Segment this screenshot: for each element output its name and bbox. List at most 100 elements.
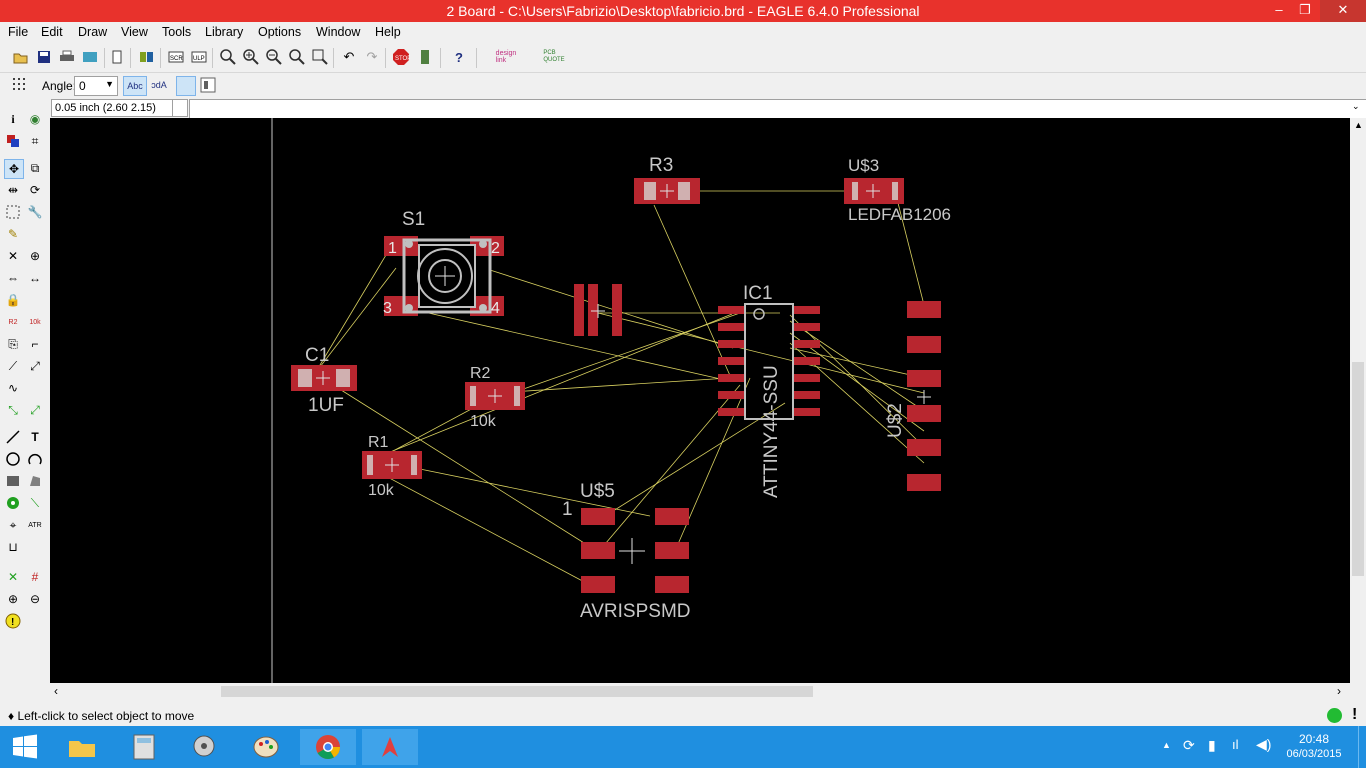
part-r2[interactable]: [465, 382, 525, 410]
text-icon[interactable]: T: [31, 430, 39, 444]
grid-icon[interactable]: [12, 77, 30, 93]
route-icon[interactable]: ⤡: [8, 402, 18, 417]
board-drawing[interactable]: R3 U$3 LEDFAB1206 S1 1 2: [50, 118, 1350, 683]
script-icon[interactable]: SCR: [167, 48, 185, 66]
value-icon[interactable]: 10k: [29, 318, 41, 326]
name-icon[interactable]: R2: [8, 318, 18, 326]
paint-icon[interactable]: [238, 729, 294, 765]
ripup-icon[interactable]: ⤢: [30, 402, 40, 417]
ratsnest-icon[interactable]: ✕: [7, 570, 19, 584]
menu-view[interactable]: View: [121, 25, 148, 39]
part-u3[interactable]: [844, 178, 904, 204]
sync-icon[interactable]: ⟳: [1183, 737, 1195, 753]
menu-tools[interactable]: Tools: [162, 25, 192, 39]
part-c1[interactable]: [291, 365, 357, 391]
part-unnamed-capacitor[interactable]: [574, 284, 622, 336]
undo-icon[interactable]: ↶: [343, 49, 355, 64]
part-ic1[interactable]: [718, 303, 820, 420]
smash-icon[interactable]: ⎘: [8, 336, 18, 351]
disk-tool-icon[interactable]: [176, 729, 232, 765]
battery-icon[interactable]: ▮: [1208, 737, 1216, 753]
mirror-icon[interactable]: ⇹: [7, 183, 19, 197]
menu-window[interactable]: Window: [316, 25, 361, 39]
calculator-icon[interactable]: [116, 729, 172, 765]
zoom-in-icon[interactable]: [242, 48, 260, 66]
print-icon[interactable]: [58, 48, 76, 66]
open-icon[interactable]: [12, 48, 30, 66]
mirror-on-icon[interactable]: [199, 76, 217, 94]
command-history-chevron-icon[interactable]: ⌄: [1352, 101, 1360, 111]
stop-icon[interactable]: STOP: [392, 48, 410, 66]
group-icon[interactable]: [4, 203, 22, 221]
part-u5[interactable]: [581, 508, 689, 593]
zoom-select-icon[interactable]: [311, 48, 329, 66]
board-canvas[interactable]: R3 U$3 LEDFAB1206 S1 1 2: [50, 118, 1350, 683]
show-desktop-button[interactable]: [1358, 726, 1366, 768]
use-library-icon[interactable]: [138, 48, 156, 66]
split-icon[interactable]: ⟋: [8, 358, 18, 373]
cam-processor-icon[interactable]: [81, 48, 99, 66]
part-r1[interactable]: [362, 451, 422, 479]
move-icon[interactable]: ✥: [4, 159, 24, 179]
lock-icon[interactable]: ↔: [29, 271, 41, 285]
maximize-button[interactable]: ❐: [1299, 2, 1311, 17]
vertical-scroll-thumb[interactable]: [1352, 362, 1364, 576]
attribute-icon[interactable]: ATR: [28, 521, 42, 529]
design-link-icon[interactable]: design link: [495, 50, 517, 64]
menu-draw[interactable]: Draw: [78, 25, 108, 39]
auto-router-icon[interactable]: #: [31, 570, 39, 584]
polygon-icon[interactable]: [26, 472, 44, 490]
via-icon[interactable]: [4, 494, 22, 512]
menu-help[interactable]: Help: [375, 25, 401, 39]
start-icon[interactable]: [0, 729, 50, 765]
go-icon[interactable]: [416, 48, 434, 66]
drc-icon[interactable]: ⊖: [29, 592, 41, 606]
mark-icon[interactable]: ⌗: [31, 133, 39, 148]
close-button[interactable]: ✕: [1320, 0, 1366, 22]
save-icon[interactable]: [35, 48, 53, 66]
scroll-left-icon[interactable]: ‹: [54, 684, 58, 698]
show-icon[interactable]: ◉: [29, 112, 41, 126]
pcb-quote-icon[interactable]: PCB QUOTE: [543, 50, 565, 63]
signal-icon[interactable]: ⟍: [30, 495, 40, 510]
scroll-right-icon[interactable]: ›: [1337, 684, 1341, 698]
part-r3[interactable]: [634, 178, 700, 204]
network-icon[interactable]: ıl: [1232, 737, 1239, 752]
miter-icon[interactable]: ⌐: [31, 337, 39, 351]
minimize-button[interactable]: ‒: [1275, 2, 1283, 17]
arc-icon[interactable]: [26, 450, 44, 468]
vertical-scrollbar[interactable]: ▲: [1350, 118, 1366, 683]
zoom-out-icon[interactable]: [265, 48, 283, 66]
menu-options[interactable]: Options: [258, 25, 302, 39]
stop-command-icon[interactable]: !: [1352, 706, 1358, 723]
erc-icon[interactable]: ⊕: [7, 592, 19, 606]
rotate-icon[interactable]: ⟳: [29, 183, 41, 197]
mirror-off-icon[interactable]: [176, 76, 196, 96]
circle-icon[interactable]: [4, 450, 22, 468]
copy-icon[interactable]: ⧉: [30, 160, 40, 175]
scroll-up-icon[interactable]: ▲: [1354, 120, 1363, 130]
meander-icon[interactable]: ∿: [7, 381, 19, 395]
display-icon[interactable]: [4, 132, 22, 150]
errors-icon[interactable]: !: [4, 612, 22, 630]
layer-toggle-button[interactable]: [172, 99, 188, 117]
hole-icon[interactable]: ⌖: [9, 517, 17, 532]
redo-icon[interactable]: ↷: [366, 49, 378, 64]
wire-icon[interactable]: [4, 428, 22, 446]
status-ok-icon[interactable]: [1327, 708, 1342, 723]
help-icon[interactable]: ?: [455, 49, 463, 65]
eagle-app-icon[interactable]: [362, 729, 418, 765]
file-explorer-icon[interactable]: [54, 729, 110, 765]
replace-icon[interactable]: ⇔: [7, 271, 19, 285]
volume-icon[interactable]: ◀): [1256, 736, 1272, 752]
mirror-text-icon[interactable]: ɔdA: [151, 80, 167, 90]
chrome-icon[interactable]: [300, 729, 356, 765]
command-input[interactable]: [189, 99, 1366, 119]
menu-edit[interactable]: Edit: [41, 25, 63, 39]
optimize-icon[interactable]: ⤢: [30, 358, 40, 373]
zoom-fit-icon[interactable]: [219, 48, 237, 66]
delete-icon[interactable]: ✕: [7, 249, 19, 263]
paste-icon[interactable]: ✎: [7, 227, 19, 241]
switch-schematic-icon[interactable]: [108, 48, 126, 66]
padlock-icon[interactable]: 🔒: [5, 293, 21, 307]
